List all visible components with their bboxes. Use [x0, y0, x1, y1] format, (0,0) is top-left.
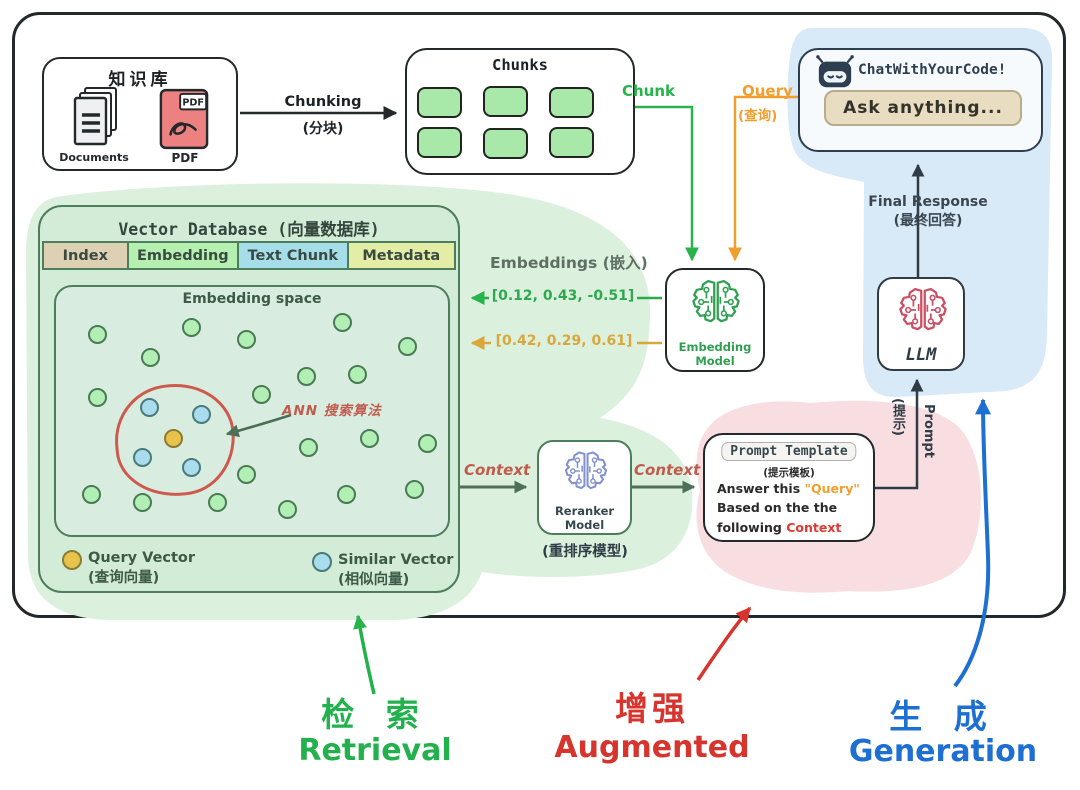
column-metadata: Metadata	[346, 241, 457, 270]
embedding-model-box: Embedding Model	[665, 268, 765, 372]
query-flow-label: Query	[742, 82, 793, 100]
chunk-flow-label: Chunk	[622, 82, 676, 100]
query-vector-legend-dot	[62, 550, 82, 570]
reranker-model-box: Reranker Model	[537, 440, 632, 535]
prompt-template-subtitle: (提示模板)	[763, 467, 815, 479]
green-vector-dot	[88, 388, 107, 407]
query-flow-label-zh: (查询)	[738, 108, 778, 124]
stage-retrieval: Retrieval	[298, 733, 452, 768]
chunk-item	[417, 127, 462, 158]
documents-icon	[73, 87, 117, 146]
green-vector-dot	[237, 330, 256, 349]
green-vector-dot	[398, 337, 417, 356]
pdf-badge-text: PDF	[182, 98, 204, 109]
similar-vector-legend-label: Similar Vector (相似向量)	[338, 552, 454, 588]
green-vector-dot	[82, 485, 101, 504]
similar-vector-legend-dot	[312, 552, 332, 572]
green-vector-dot	[348, 365, 367, 384]
green-vector-dot	[252, 385, 271, 404]
chunk-item	[483, 128, 528, 159]
column-text-chunk: Text Chunk	[237, 241, 349, 270]
reranker-caption-zh: (重排序模型)	[542, 544, 628, 560]
chat-app-box: ChatWithYourCode! Ask anything...	[798, 48, 1043, 152]
pdf-label: PDF	[171, 151, 199, 165]
embedding-model-label: Embedding Model	[678, 340, 752, 369]
green-vector-dot	[405, 480, 424, 499]
query-embedding-vector: [0.42, 0.29, 0.61]	[491, 333, 637, 349]
prompt-template-body: Answer this "Query" Based on the the fol…	[717, 481, 860, 535]
column-embedding: Embedding	[126, 241, 240, 270]
chunking-label-zh: (分块)	[302, 121, 344, 137]
embedding-space: Embedding space ANN 搜索算法	[54, 285, 450, 537]
green-vector-dot	[237, 465, 256, 484]
context-label-left: Context	[464, 461, 531, 479]
green-vector-dot	[141, 348, 160, 367]
green-vector-dot	[297, 367, 316, 386]
query-vector-legend-label: Query Vector (查询向量)	[88, 550, 196, 586]
reranker-brain-icon	[562, 450, 610, 492]
green-vector-dot	[299, 438, 318, 457]
chunks-title: Chunks	[492, 56, 548, 74]
augmented-pointer-arrow	[696, 606, 752, 681]
documents-label: Documents	[59, 151, 129, 164]
ann-algorithm-label: ANN 搜索算法	[282, 403, 382, 419]
chunking-label: Chunking	[284, 94, 362, 110]
chunk-item	[549, 87, 594, 118]
prompt-template-box: Prompt Template (提示模板) Answer this "Quer…	[703, 433, 875, 542]
prompt-label: Prompt	[921, 404, 936, 458]
green-vector-dot	[278, 500, 297, 519]
prompt-label-zh: (提示)	[890, 398, 905, 436]
vector-database-schema-row: Index Embedding Text Chunk Metadata	[42, 241, 457, 270]
green-vector-dot	[133, 493, 152, 512]
query-placeholder: "Query"	[804, 481, 860, 496]
green-vector-dot	[88, 325, 107, 344]
embedding-model-brain-icon	[689, 278, 743, 326]
reranker-model-label: Reranker Model	[554, 504, 615, 533]
column-index: Index	[42, 241, 129, 270]
chunk-item	[549, 127, 594, 158]
chunk-embedding-vector: [0.12, 0.43, -0.51]	[489, 288, 637, 304]
stage-retrieval-zh: 检 索	[321, 695, 429, 734]
ask-anything-input[interactable]: Ask anything...	[824, 90, 1022, 126]
robot-icon	[816, 55, 854, 88]
chunk-item	[417, 87, 462, 118]
pdf-icon: PDF	[159, 88, 209, 150]
green-vector-dot	[333, 313, 352, 332]
prompt-template-title: Prompt Template	[721, 442, 857, 461]
vector-database-title: Vector Database (向量数据库)	[118, 220, 380, 239]
chat-app-title: ChatWithYourCode!	[858, 62, 1007, 78]
stage-generation-zh: 生 成	[889, 697, 997, 736]
green-vector-dot	[182, 318, 201, 337]
green-vector-dot	[337, 485, 356, 504]
embeddings-label: Embeddings (嵌入)	[490, 254, 648, 272]
knowledge-base-title: 知识库	[108, 70, 172, 90]
chunks-box: Chunks	[405, 48, 635, 175]
final-response-label: Final Response (最终回答)	[868, 194, 988, 229]
knowledge-base-box: 知识库 Documents PDF PDF	[42, 57, 238, 171]
llm-brain-icon	[896, 286, 950, 334]
vector-database-box: Vector Database (向量数据库) Index Embedding …	[38, 205, 460, 593]
llm-box: LLM	[877, 277, 965, 371]
green-vector-dot	[208, 493, 227, 512]
chunk-item	[483, 86, 528, 117]
llm-label: LLM	[905, 345, 937, 365]
stage-augmented-zh: 增强	[615, 689, 689, 728]
context-placeholder: Context	[786, 519, 842, 535]
stage-generation: Generation	[848, 734, 1038, 769]
green-vector-dot	[418, 434, 437, 453]
stage-augmented: Augmented	[554, 730, 750, 765]
green-vector-dot	[360, 429, 379, 448]
retrieval-pointer-arrow	[353, 614, 376, 695]
context-label-right: Context	[634, 461, 701, 479]
